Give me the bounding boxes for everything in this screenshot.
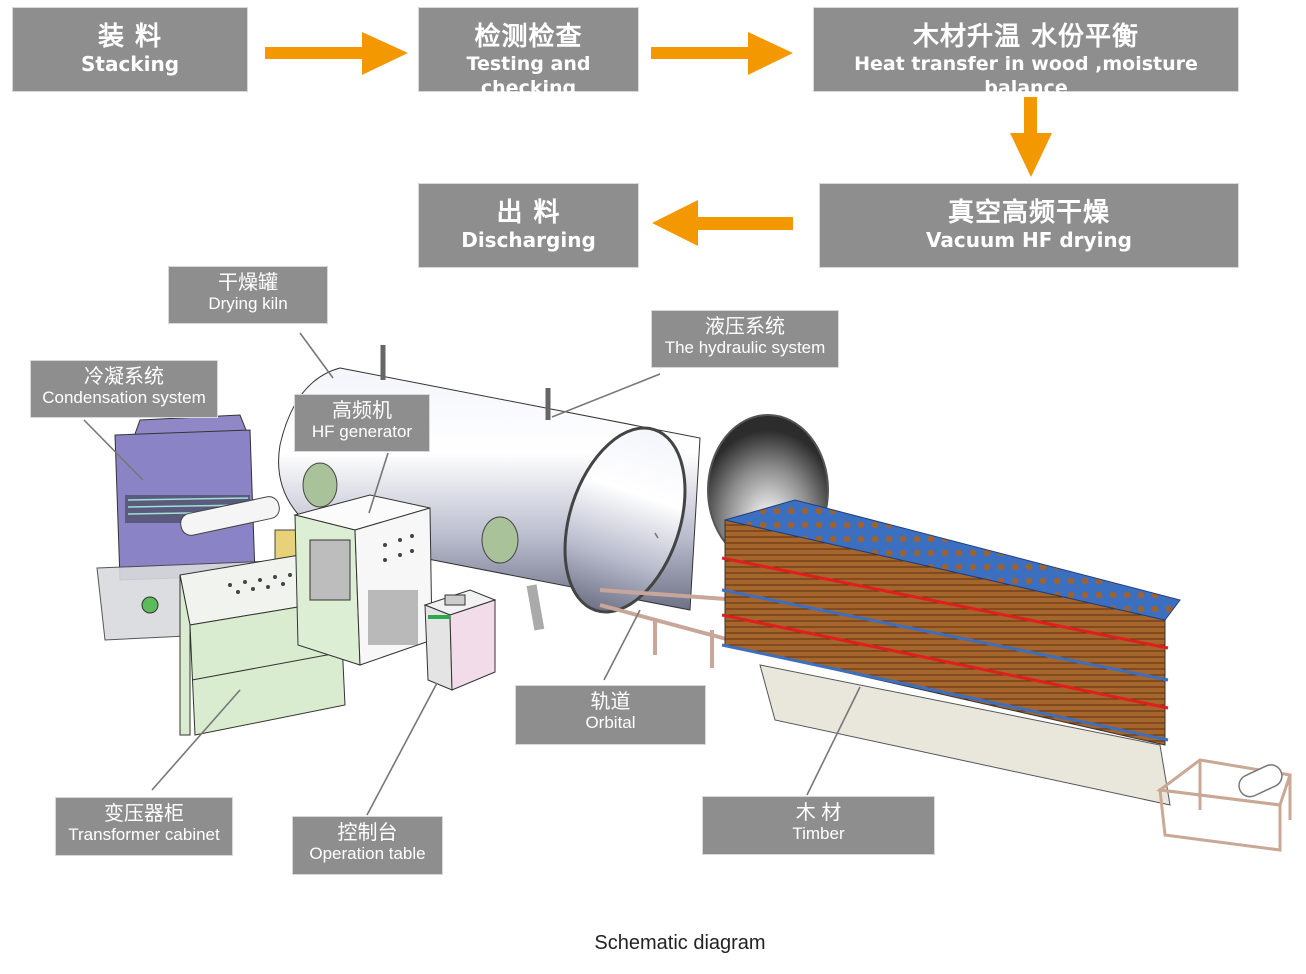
callout-drying-kiln-zh: 干燥罐: [218, 272, 278, 294]
arrow-left: [652, 200, 793, 246]
callout-transformer-en: Transformer cabinet: [68, 825, 220, 844]
rail-track: [599, 588, 741, 668]
step-heat-transfer-en: Heat transfer in wood ,moisture balance: [854, 53, 1198, 99]
operation-table-unit: [423, 589, 497, 691]
arrow-right-1: [265, 32, 408, 75]
callout-operation-zh: 控制台: [337, 822, 398, 844]
flow-arrows: [265, 32, 1052, 246]
callout-timber-zh: 木 材: [795, 802, 842, 824]
callout-transformer-zh: 变压器柜: [104, 803, 184, 825]
callout-drying-kiln-en: Drying kiln: [208, 294, 288, 313]
step-stacking-en: Stacking: [80, 52, 180, 76]
step-stacking-zh: 装 料: [97, 22, 163, 52]
step-testing: 检测检查 Testing and checking: [418, 7, 639, 99]
callout-operation-en: Operation table: [309, 844, 426, 863]
step-vacuum-zh: 真空高频干燥: [947, 198, 1110, 228]
timber-stack: [721, 499, 1181, 806]
leader-lines: [83, 332, 861, 816]
step-vacuum-en: Vacuum HF drying: [925, 228, 1132, 252]
callout-timber-en: Timber: [792, 824, 845, 843]
step-heat-transfer: 木材升温 水份平衡 Heat transfer in wood ,moistur…: [813, 7, 1239, 99]
callout-transformer-cabinet: 变压器柜 Transformer cabinet: [55, 797, 233, 856]
step-heat-transfer-zh: 木材升温 水份平衡: [912, 22, 1140, 52]
step-discharging-en: Discharging: [461, 228, 596, 252]
callout-hydraulic-en: The hydraulic system: [664, 338, 826, 357]
callout-hydraulic-system: 液压系统 The hydraulic system: [651, 310, 839, 368]
arrow-down: [1010, 97, 1052, 177]
callout-operation-table: 控制台 Operation table: [292, 816, 443, 875]
hf-generator-unit: [293, 494, 433, 666]
callout-drying-kiln: 干燥罐 Drying kiln: [168, 266, 328, 324]
trolley-frame: [1156, 758, 1292, 852]
callout-condensation-en: Condensation system: [42, 388, 206, 407]
arrow-right-2: [651, 32, 793, 75]
step-discharging-zh: 出 料: [496, 198, 561, 228]
callout-hf-generator-en: HF generator: [311, 422, 413, 441]
step-stacking: 装 料 Stacking: [12, 7, 248, 92]
callout-orbital-zh: 轨道: [590, 691, 631, 713]
callout-orbital-en: Orbital: [585, 713, 636, 732]
diagram-caption: Schematic diagram: [594, 932, 766, 954]
callout-condensation-zh: 冷凝系统: [84, 366, 164, 388]
callout-hydraulic-zh: 液压系统: [705, 316, 785, 338]
callout-hf-generator: 高频机 HF generator: [294, 394, 430, 452]
callout-orbital: 轨道 Orbital: [515, 685, 706, 745]
step-discharging: 出 料 Discharging: [418, 183, 639, 268]
step-testing-zh: 检测检查: [474, 22, 583, 52]
callout-condensation-system: 冷凝系统 Condensation system: [30, 360, 218, 418]
callout-hf-generator-zh: 高频机: [332, 400, 392, 422]
step-vacuum-hf-drying: 真空高频干燥 Vacuum HF drying: [819, 183, 1239, 268]
step-testing-en: Testing and checking: [466, 53, 591, 99]
callout-timber: 木 材 Timber: [702, 796, 935, 855]
